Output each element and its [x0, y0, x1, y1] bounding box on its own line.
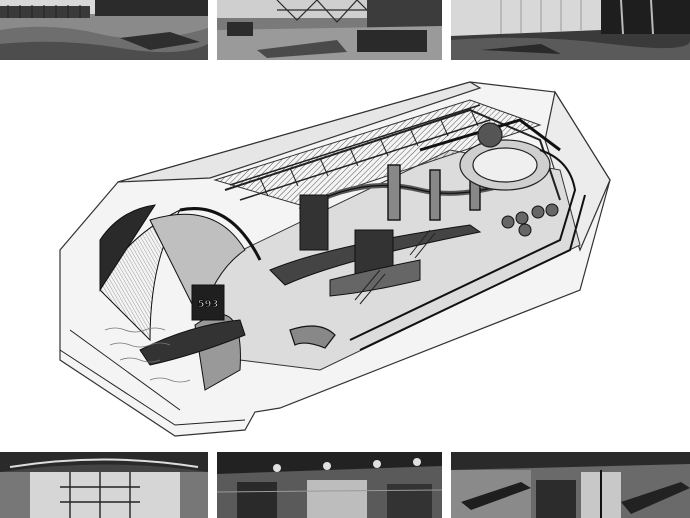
rail-tracks — [349, 149, 586, 351]
hull-number-label: 593 — [198, 299, 219, 310]
construction-photo-shed-wall — [451, 0, 690, 60]
water-surface — [104, 327, 191, 383]
submarine-pen-cutaway-illustration: 593 — [59, 81, 611, 437]
cable-drums — [501, 203, 559, 237]
roof-trusses — [229, 104, 491, 201]
interior-photo-scaffolding — [0, 452, 208, 518]
construction-photo-excavation — [217, 0, 442, 60]
interior-photo-submarines-docked — [451, 452, 690, 518]
submarine-drydock — [269, 194, 482, 297]
stairways — [354, 229, 436, 305]
pump-outlet-pipe — [289, 325, 336, 349]
construction-photo-site-clearing — [0, 0, 208, 60]
rear-turntable — [459, 122, 551, 191]
front-wall — [59, 329, 246, 426]
submarine-wet-basin: 593 — [139, 284, 246, 366]
interior-photo-machinery — [217, 452, 442, 518]
